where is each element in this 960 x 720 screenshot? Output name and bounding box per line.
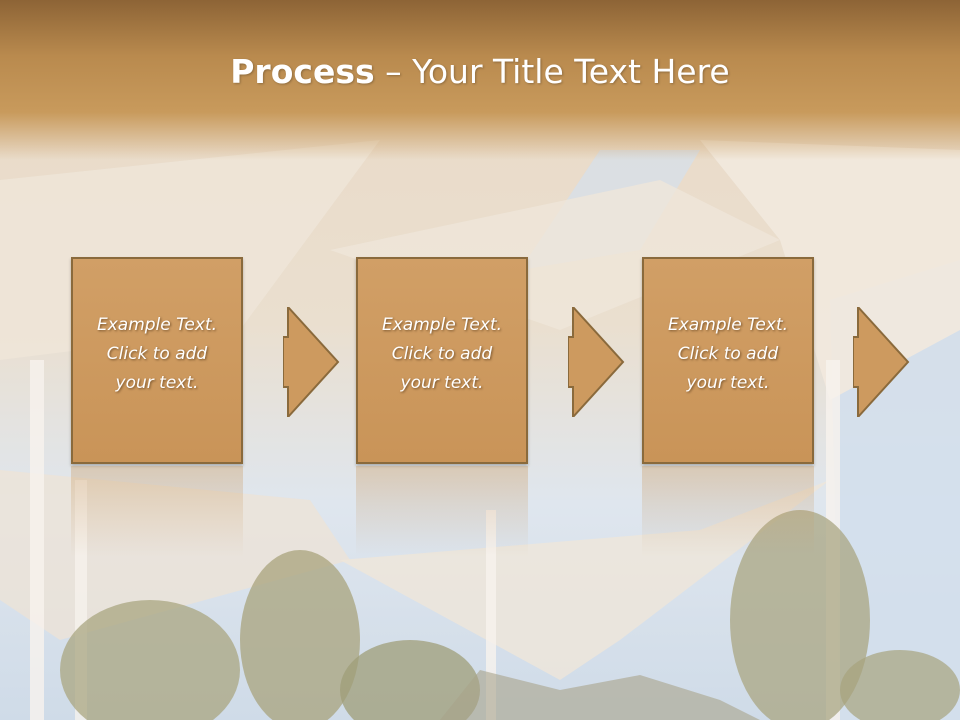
tree [730, 510, 870, 720]
process-step-1[interactable]: Example Text. Click to add your text. [71, 257, 243, 464]
tree [840, 650, 960, 720]
canopy-sail [0, 470, 350, 640]
arrow-right-icon [568, 307, 625, 417]
tree [60, 600, 240, 720]
step-text[interactable]: Example Text. Click to add your text. [381, 315, 503, 393]
canopy-sail [330, 180, 780, 330]
step-reflection [71, 466, 243, 556]
tree [240, 550, 360, 720]
canopy-pole [486, 510, 496, 720]
hills [440, 670, 760, 720]
title-bold: Process [230, 52, 375, 91]
arrow-right-icon [283, 307, 340, 417]
process-step-2[interactable]: Example Text. Click to add your text. [356, 257, 528, 464]
step-text[interactable]: Example Text. Click to add your text. [667, 315, 789, 393]
canopy-sail [700, 140, 960, 400]
tree [340, 640, 480, 720]
step-reflection [356, 466, 528, 556]
slide-title[interactable]: Process – Your Title Text Here [0, 52, 960, 91]
title-rest: – Your Title Text Here [374, 52, 730, 91]
canopy-pole [30, 360, 44, 720]
step-reflection [642, 466, 814, 556]
title-bar [0, 0, 960, 160]
canopy-sail [340, 480, 830, 680]
step-text[interactable]: Example Text. Click to add your text. [96, 315, 218, 393]
process-step-3[interactable]: Example Text. Click to add your text. [642, 257, 814, 464]
arrow-right-icon [853, 307, 910, 417]
